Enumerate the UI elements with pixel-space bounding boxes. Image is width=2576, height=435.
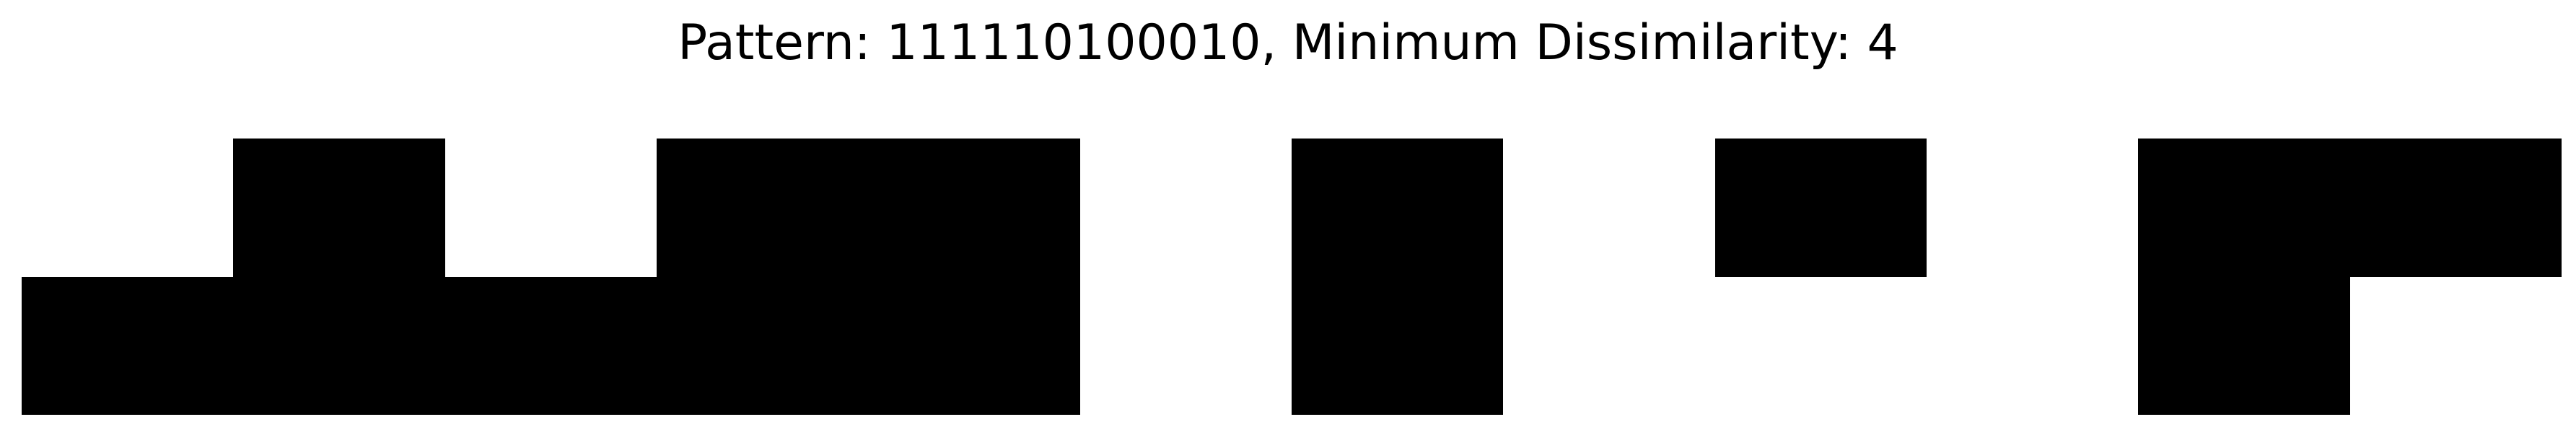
filled-cell-r0-c8 <box>1715 139 1927 277</box>
filled-cell-r0-c10 <box>2138 139 2350 277</box>
filled-cell-r0-c3 <box>657 139 868 277</box>
filled-cell-r0-c11 <box>2350 139 2562 277</box>
filled-cell-r1-c3 <box>657 277 868 415</box>
filled-cell-r1-c4 <box>868 277 1080 415</box>
filled-cell-r1-c10 <box>2138 277 2350 415</box>
filled-cell-r1-c2 <box>445 277 657 415</box>
filled-cell-r1-c6 <box>1292 277 1503 415</box>
pattern-grid <box>22 139 2562 415</box>
filled-cell-r0-c6 <box>1292 139 1503 277</box>
filled-cell-r1-c0 <box>22 277 233 415</box>
filled-cell-r0-c1 <box>233 139 445 277</box>
filled-cell-r0-c4 <box>868 139 1080 277</box>
figure-title: Pattern: 111110100010, Minimum Dissimila… <box>678 14 1898 71</box>
filled-cell-r1-c1 <box>233 277 445 415</box>
